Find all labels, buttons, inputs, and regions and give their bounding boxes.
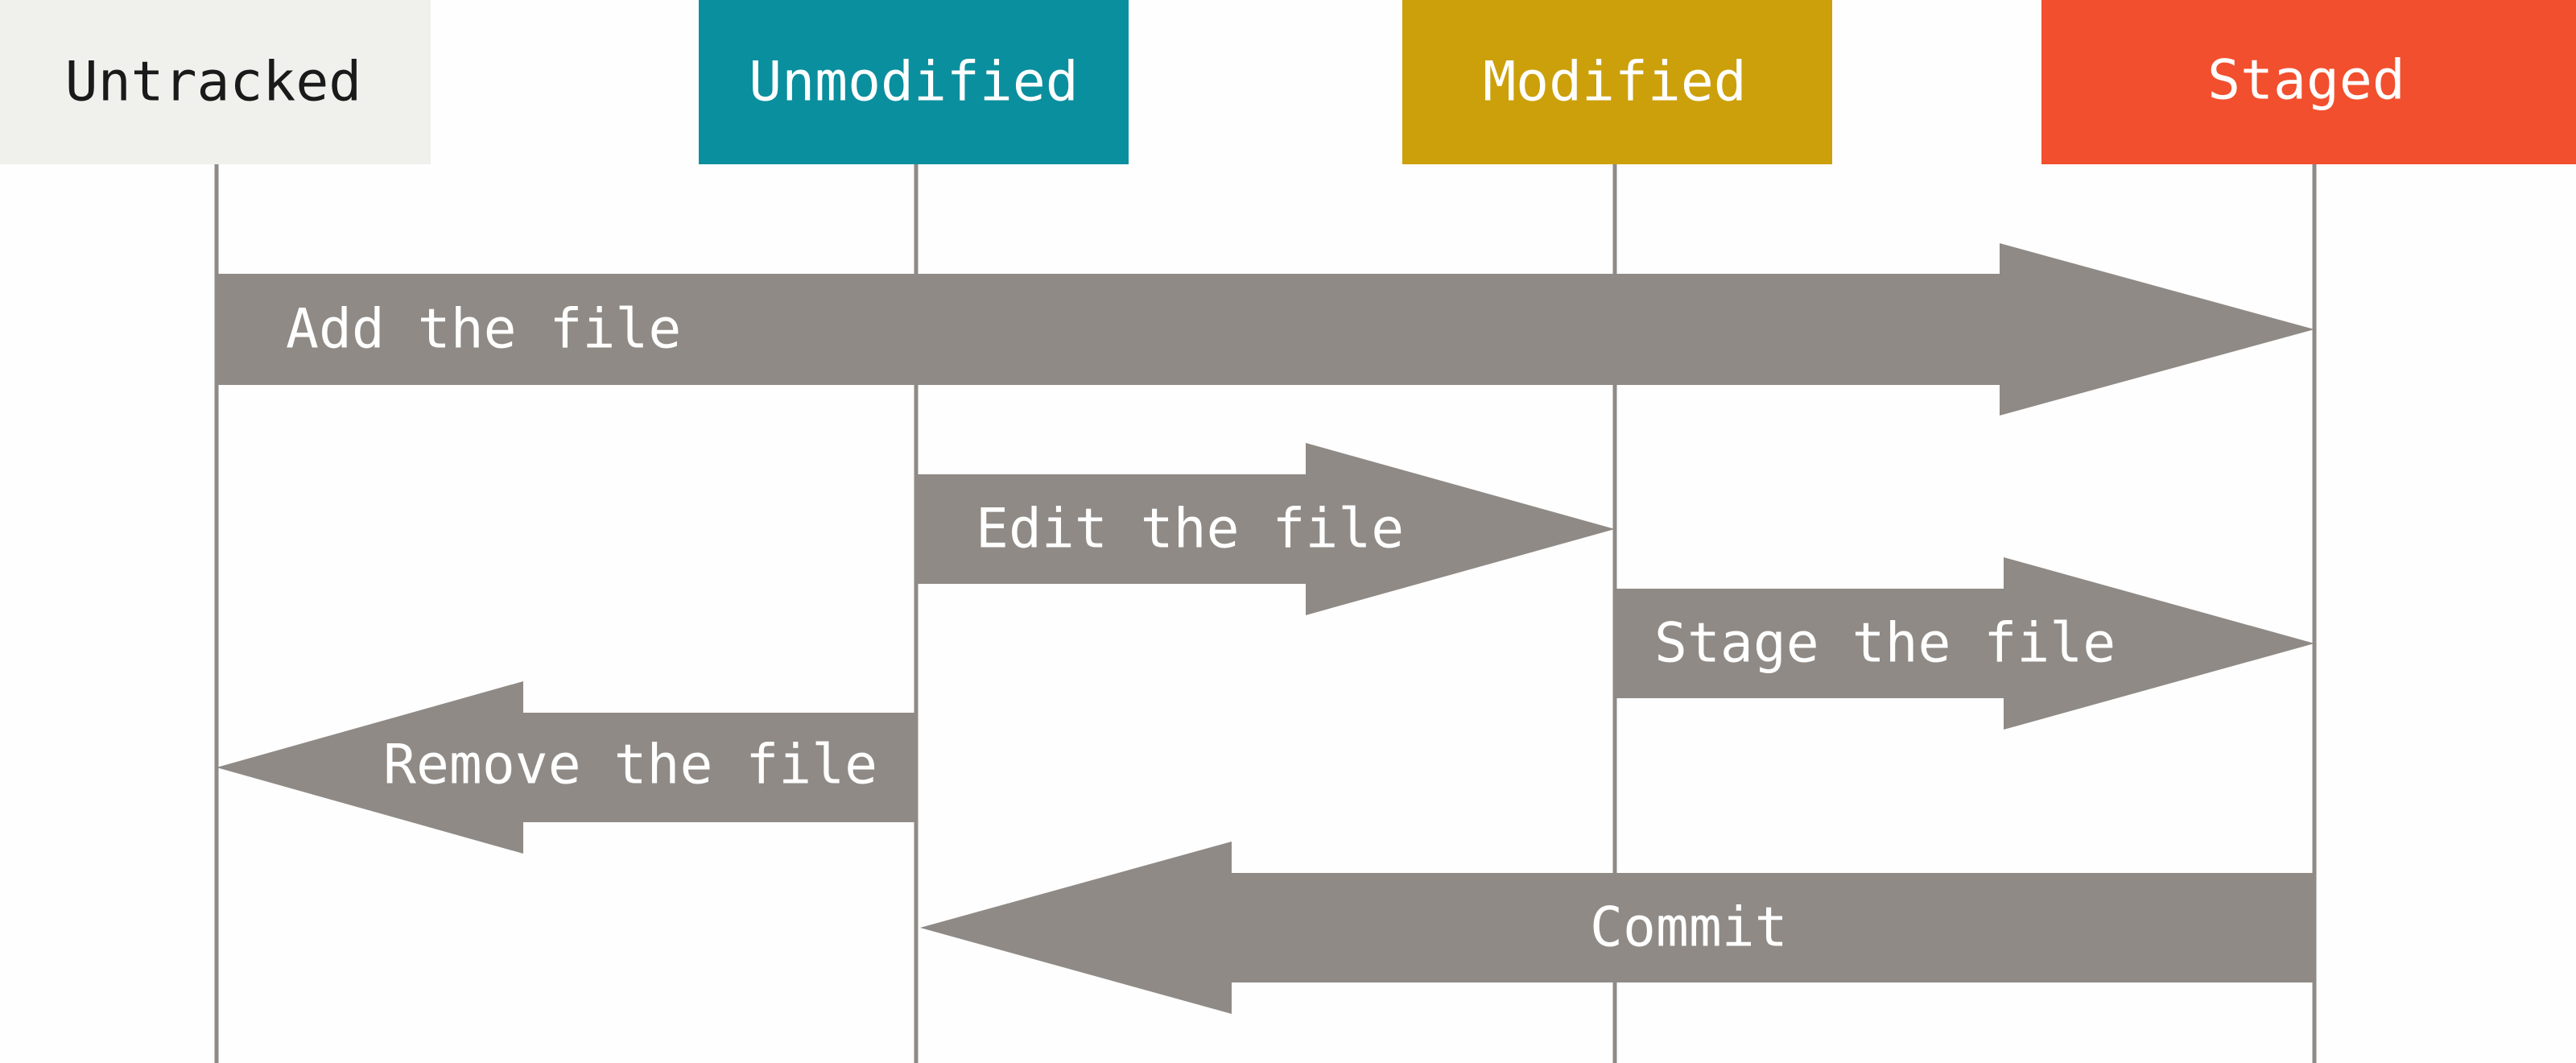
state-box-untracked [0,0,431,164]
arrow-right-add [217,243,2314,416]
state-label-staged: Staged [2207,49,2405,113]
state-box-staged [2041,0,2576,164]
arrow-right-stage [1615,557,2314,730]
transition-label-stage: Stage the file [1654,612,2116,676]
state-modified: Modified [1402,0,1832,164]
state-unmodified: Unmodified [699,0,1129,164]
transition-stage-the-file: Stage the file [1615,557,2314,730]
arrow-right-edit [916,443,1615,615]
state-box-modified [1402,0,1832,164]
transition-commit: Commit [920,842,2314,1014]
transition-add-the-file: Add the file [217,243,2314,416]
arrow-left-remove [217,681,916,854]
state-label-unmodified: Unmodified [749,51,1078,114]
transition-edit-the-file: Edit the file [916,443,1615,615]
state-box-unmodified [699,0,1129,164]
state-label-untracked: Untracked [65,51,361,114]
transition-label-edit: Edit the file [976,498,1404,561]
arrow-left-commit [920,842,2314,1014]
transition-label-commit: Commit [1590,896,1788,960]
transition-label-remove: Remove the file [383,734,877,797]
state-untracked: Untracked [0,0,431,164]
state-label-modified: Modified [1483,51,1747,114]
transition-remove-the-file: Remove the file [217,681,916,854]
transition-label-add: Add the file [286,298,681,362]
state-staged: Staged [2041,0,2576,164]
